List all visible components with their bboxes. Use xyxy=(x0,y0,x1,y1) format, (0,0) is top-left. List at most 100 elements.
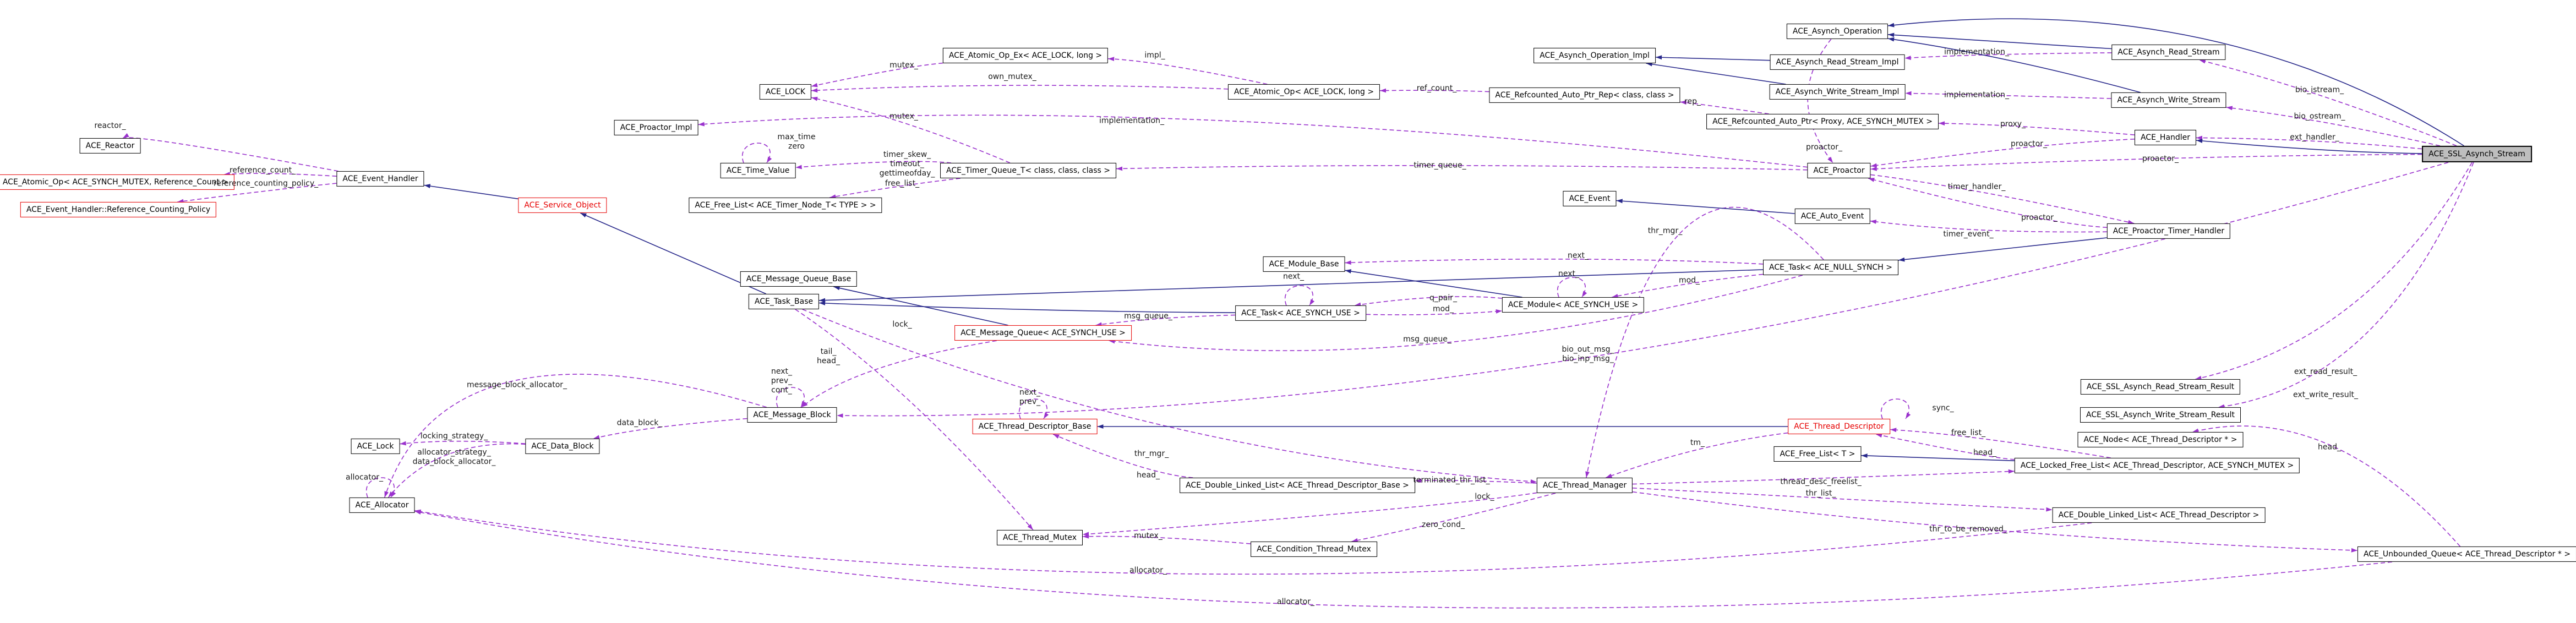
class-node-task_base[interactable]: ACE_Task_Base xyxy=(748,293,820,310)
edge-proactor_timer_handler-task_null_synch xyxy=(1898,237,2108,262)
edge-atomic_op_ex-ace_lock_template xyxy=(811,62,943,88)
edge-data_block-ace_lock xyxy=(400,440,526,446)
class-node-ref_counting_policy[interactable]: ACE_Event_Handler::Reference_Counting_Po… xyxy=(20,201,217,218)
class-node-asynch_read_stream_impl[interactable]: ACE_Asynch_Read_Stream_Impl xyxy=(1770,54,1905,70)
class-node-atomic_op_lock[interactable]: ACE_Atomic_Op< ACE_LOCK, long > xyxy=(1227,84,1380,100)
edge-handler-refcounted_auto_ptr xyxy=(1938,121,2135,135)
edge-task_null_synch-module_base xyxy=(1345,258,1764,265)
edge-asynch_write_stream-asynch_write_stream_impl xyxy=(1905,91,2111,99)
class-node-message_block[interactable]: ACE_Message_Block xyxy=(747,407,837,423)
class-node-time_value[interactable]: ACE_Time_Value xyxy=(720,162,796,179)
edge-locked_free_list-free_list_t xyxy=(1861,453,2015,461)
edge-thread_manager-dll_td xyxy=(1632,487,2053,512)
edge-condition_mutex-thread_mutex xyxy=(1082,534,1251,544)
edge-task_null_synch-thread_manager xyxy=(1585,207,1824,478)
edge-module_synch_use-module_synch_use xyxy=(1557,277,1587,298)
class-node-ssl_asynch_stream: ACE_SSL_Asynch_Stream xyxy=(2422,145,2532,163)
class-node-event[interactable]: ACE_Event xyxy=(1563,190,1617,207)
edge-task_null_synch-task_base xyxy=(818,269,1764,303)
edge-thread_manager-locked_free_list xyxy=(1632,469,2015,485)
class-node-thread_manager[interactable]: ACE_Thread_Manager xyxy=(1536,477,1633,494)
class-node-reactor[interactable]: ACE_Reactor xyxy=(79,138,141,154)
class-node-refcounted_auto_ptr[interactable]: ACE_Refcounted_Auto_Ptr< Proxy, ACE_SYNC… xyxy=(1706,113,1939,130)
edge-asynch_read_stream-asynch_operation xyxy=(1887,32,2112,50)
edge-refcounted_auto_ptr-refcounted_rep xyxy=(1680,100,1769,114)
class-node-service_object[interactable]: ACE_Service_Object xyxy=(518,197,607,214)
edge-ssl_asynch_stream-message_block xyxy=(837,162,2449,418)
class-node-asynch_operation[interactable]: ACE_Asynch_Operation xyxy=(1786,23,1889,40)
class-node-task_null_synch[interactable]: ACE_Task< ACE_NULL_SYNCH > xyxy=(1762,259,1899,276)
edge-atomic_op_lock-atomic_op_ex xyxy=(1107,57,1268,85)
class-node-timer_queue[interactable]: ACE_Timer_Queue_T< class, class, class > xyxy=(940,162,1116,179)
class-node-auto_event[interactable]: ACE_Auto_Event xyxy=(1794,208,1870,225)
edge-thread_descriptor-thread_manager xyxy=(1606,432,1788,478)
edge-message_block-message_block xyxy=(776,387,806,408)
edge-task_synch_use-task_base xyxy=(818,301,1236,313)
class-node-proactor_timer_handler[interactable]: ACE_Proactor_Timer_Handler xyxy=(2106,223,2231,239)
edge-asynch_write_stream_impl-asynch_operation_impl xyxy=(1646,62,1786,85)
class-node-refcounted_rep[interactable]: ACE_Refcounted_Auto_Ptr_Rep< class, clas… xyxy=(1489,87,1680,103)
edge-thread_desc_base-thread_desc_base xyxy=(1018,398,1049,419)
class-node-ssl_write_result[interactable]: ACE_SSL_Asynch_Write_Stream_Result xyxy=(2080,407,2241,423)
class-node-ssl_read_result[interactable]: ACE_SSL_Asynch_Read_Stream_Result xyxy=(2080,379,2241,395)
edge-ssl_asynch_stream-handler xyxy=(2196,139,2422,154)
edge-message_block-allocator xyxy=(384,374,767,498)
class-node-proactor_impl[interactable]: ACE_Proactor_Impl xyxy=(614,119,698,136)
class-node-condition_mutex[interactable]: ACE_Condition_Thread_Mutex xyxy=(1251,541,1377,558)
class-node-data_block[interactable]: ACE_Data_Block xyxy=(525,438,600,455)
class-node-unbounded_queue[interactable]: ACE_Unbounded_Queue< ACE_Thread_Descript… xyxy=(2357,546,2576,562)
edge-asynch_read_stream_impl-asynch_operation_impl xyxy=(1655,55,1770,61)
class-node-handler[interactable]: ACE_Handler xyxy=(2134,129,2197,146)
class-node-dll_td[interactable]: ACE_Double_Linked_List< ACE_Thread_Descr… xyxy=(2052,507,2266,523)
edge-task_null_synch-message_queue_synch xyxy=(1109,275,1803,351)
class-node-free_list_t[interactable]: ACE_Free_List< T > xyxy=(1773,446,1862,462)
edge-message_queue_synch-message_queue_base xyxy=(833,286,1008,326)
class-node-module_base[interactable]: ACE_Module_Base xyxy=(1263,256,1345,272)
edge-dll_base-thread_desc_base xyxy=(1052,434,1193,478)
edge-ssl_asynch_stream-proactor xyxy=(1870,154,2422,171)
edge-task_synch_use-task_synch_use xyxy=(1284,285,1315,306)
class-node-asynch_operation_impl[interactable]: ACE_Asynch_Operation_Impl xyxy=(1533,47,1656,64)
edge-thread_descriptor-thread_descriptor xyxy=(1880,398,1911,419)
class-node-thread_desc_base[interactable]: ACE_Thread_Descriptor_Base xyxy=(972,418,1098,435)
class-node-locked_free_list[interactable]: ACE_Locked_Free_List< ACE_Thread_Descrip… xyxy=(2014,457,2300,474)
class-node-ace_lock[interactable]: ACE_Lock xyxy=(351,438,400,455)
class-node-free_list_timer[interactable]: ACE_Free_List< ACE_Timer_Node_T< TYPE > … xyxy=(689,197,882,214)
class-node-atomic_op_sync[interactable]: ACE_Atomic_Op< ACE_SYNCH_MUTEX, Referenc… xyxy=(0,174,235,190)
edge-asynch_operation-proactor xyxy=(1807,39,1833,163)
edge-task_synch_use-module_synch_use xyxy=(1366,309,1503,315)
class-node-event_handler[interactable]: ACE_Event_Handler xyxy=(336,171,424,187)
class-node-atomic_op_ex[interactable]: ACE_Atomic_Op_Ex< ACE_LOCK, long > xyxy=(942,47,1109,64)
edge-proactor-proactor_impl xyxy=(698,114,1808,168)
class-node-message_queue_base[interactable]: ACE_Message_Queue_Base xyxy=(740,271,858,287)
edge-task_null_synch-module_synch_use xyxy=(1612,274,1764,298)
edge-event_handler-atomic_op_sync xyxy=(223,172,337,177)
class-node-asynch_write_stream[interactable]: ACE_Asynch_Write_Stream xyxy=(2111,92,2226,108)
class-node-thread_descriptor[interactable]: ACE_Thread_Descriptor xyxy=(1788,418,1890,435)
class-node-asynch_write_stream_impl[interactable]: ACE_Asynch_Write_Stream_Impl xyxy=(1769,84,1906,100)
class-node-ace_lock_template[interactable]: ACE_LOCK xyxy=(759,84,812,100)
edge-module_synch_use-task_synch_use xyxy=(1354,296,1503,307)
edge-task_base-service_object xyxy=(580,212,767,294)
class-node-node_td[interactable]: ACE_Node< ACE_Thread_Descriptor * > xyxy=(2077,431,2244,448)
class-node-asynch_read_stream[interactable]: ACE_Asynch_Read_Stream xyxy=(2111,44,2226,61)
edge-ssl_asynch_stream-asynch_read_stream xyxy=(2199,59,2457,146)
edge-module_synch_use-module_base xyxy=(1345,269,1522,298)
edge-task_synch_use-message_queue_synch xyxy=(1095,314,1236,327)
edge-message_queue_synch-message_block xyxy=(801,340,997,408)
edge-locked_free_list-thread_descriptor xyxy=(1875,433,2015,460)
class-node-proactor[interactable]: ACE_Proactor xyxy=(1807,162,1871,179)
edge-event_handler-reactor xyxy=(122,133,339,172)
class-node-thread_mutex[interactable]: ACE_Thread_Mutex xyxy=(997,529,1083,546)
class-node-dll_base[interactable]: ACE_Double_Linked_List< ACE_Thread_Descr… xyxy=(1180,477,1415,494)
class-node-message_queue_synch[interactable]: ACE_Message_Queue< ACE_SYNCH_USE > xyxy=(954,325,1132,341)
edge-thread_manager-condition_mutex xyxy=(1351,493,1556,543)
edge-message_block-data_block xyxy=(593,418,747,440)
class-node-task_synch_use[interactable]: ACE_Task< ACE_SYNCH_USE > xyxy=(1235,305,1366,321)
edge-thread_manager-unbounded_queue xyxy=(1632,491,2358,553)
class-node-allocator[interactable]: ACE_Allocator xyxy=(349,497,415,513)
edge-handler-proactor xyxy=(1870,138,2135,168)
class-node-module_synch_use[interactable]: ACE_Module< ACE_SYNCH_USE > xyxy=(1502,297,1645,313)
